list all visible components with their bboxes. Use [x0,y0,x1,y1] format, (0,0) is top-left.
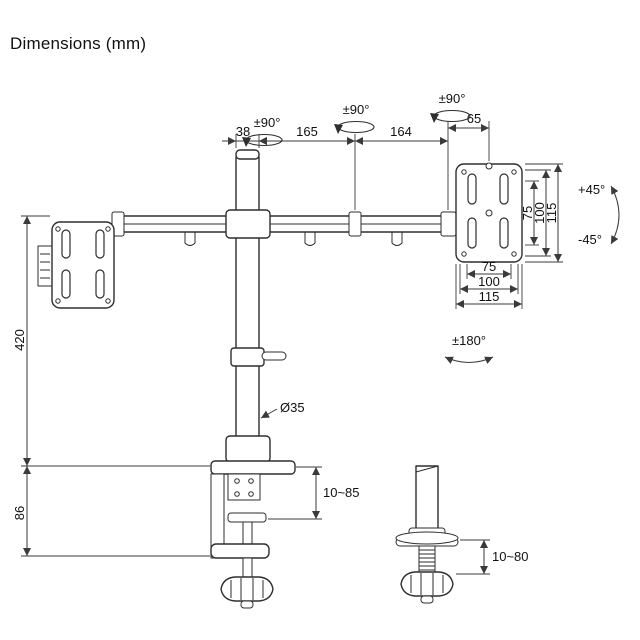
clamp-lower-jaw [210,543,270,559]
clamp-screw-upper [242,521,253,545]
tilt-down-label: -45° [578,232,602,247]
dim-top-chain: 38 165 164 65 [222,111,490,210]
page-title: Dimensions (mm) [10,34,147,53]
dim-label-100-h: 100 [478,274,500,289]
tilt-up-label: +45° [578,182,605,197]
clamp-top-plate [210,460,296,475]
cable-clip [304,232,316,246]
desk-clamp [210,435,296,609]
clamp-inner-plate [227,473,261,501]
rotation-indicator-mid-joint: ±90° [334,102,375,134]
dim-label-grommet-range: 10~80 [492,549,529,564]
corner-hole [511,251,517,257]
clamp-pad [227,512,267,523]
dim-clamp-range: 10~85 [268,466,360,520]
corner-hole [461,251,467,257]
dim-label-75-v: 75 [520,206,535,220]
clamp-star-knob [220,576,274,602]
dim-label-clamp-range: 10~85 [323,485,360,500]
grommet-star-knob [400,571,454,597]
corner-hole [461,169,467,175]
vesa-slot [467,173,477,205]
dim-label-86: 86 [12,506,27,520]
rotation-label: ±90° [439,91,466,106]
quick-release-edge [37,245,53,287]
dim-label-165: 165 [296,124,318,139]
corner-hole [105,226,111,232]
knob-tip [240,600,254,609]
pole-cut-line [415,465,439,473]
screw-hole [234,478,240,484]
vesa-slot [95,269,105,299]
dim-grommet-range: 10~80 [456,539,529,575]
dim-left-vertical: 420 86 [12,215,210,557]
dim-right-plate-horizontal: 75 100 115 [455,259,523,309]
corner-hole [55,298,61,304]
rotation-arrowhead [242,137,251,147]
vesa-slot [95,229,105,259]
rotation-arrowhead [334,124,343,134]
vesa-slot [467,217,477,249]
screw-hole [234,491,240,497]
swivel-label: ±180° [452,333,486,348]
corner-hole [511,169,517,175]
dim-pole-diameter: Ø35 [260,400,305,419]
plate-top-knob [485,162,493,170]
dim-label-100-v: 100 [532,202,547,224]
dim-label-115-v: 115 [544,203,559,224]
dim-label-75-h: 75 [482,259,496,274]
pole-top-cap [235,149,260,160]
dim-label-420: 420 [12,329,27,351]
right-vesa-plate [455,162,523,263]
arm-assembly [111,209,457,367]
dim-right-plate-vertical: 75 100 115 [520,163,563,263]
dim-label-38: 38 [236,124,250,139]
grommet-disc-top [395,531,459,545]
cable-clip [184,232,196,246]
rotation-label: ±90° [254,115,281,130]
center-hole [485,209,493,217]
screw-hole [248,491,254,497]
cable-clip [391,232,403,246]
vesa-slot [61,229,71,259]
pole [235,149,260,463]
vesa-slot [499,217,509,249]
knob-tip [420,595,434,604]
tilt-indicator: +45° -45° [578,182,620,247]
rotation-label: ±90° [343,102,370,117]
pole-arm-bracket [225,209,271,239]
pole-body [235,156,260,463]
screw-hole [248,478,254,484]
pole-base-bracket [225,435,271,463]
left-plate-outline [51,221,115,309]
rotation-indicator-end-joint: ±90° [430,91,471,123]
rotation-arrowhead [430,113,439,123]
dim-label-164: 164 [390,124,412,139]
clamp-screw-lower [242,557,253,578]
dim-label-115-h: 115 [479,289,500,304]
mid-arm-joint [348,211,362,237]
swivel-indicator: ±180° [444,333,494,364]
dim-label-dia35: Ø35 [280,400,305,415]
corner-hole [55,226,61,232]
rotation-indicator-pole: ±90° [242,115,283,147]
grommet-mount [395,465,459,604]
vesa-slot [499,173,509,205]
pole-collar [230,347,265,367]
left-vesa-plate [37,221,115,309]
vesa-slot [61,269,71,299]
collar-lever [261,351,287,361]
dim-label-65: 65 [467,111,481,126]
end-arm-joint [440,211,457,237]
corner-hole [105,298,111,304]
